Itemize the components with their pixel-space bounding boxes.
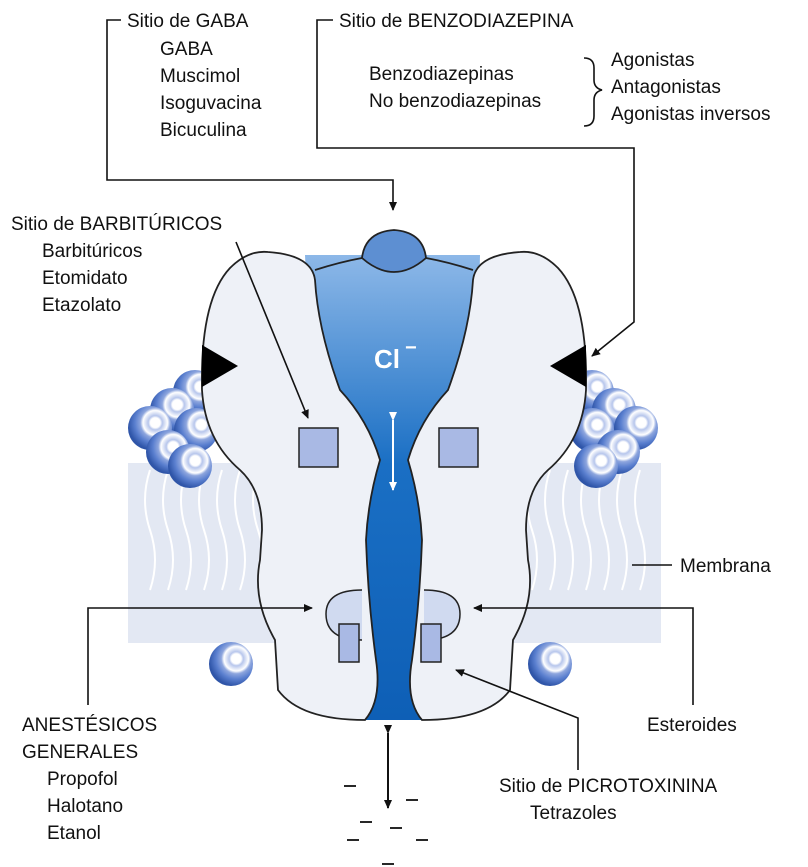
gaba-site-leader — [107, 20, 393, 210]
barbiturate-site-item: Etazolato — [42, 295, 121, 316]
gaba-binding-cap — [362, 230, 426, 272]
benzodiazepine-ligand: Benzodiazepinas — [369, 64, 514, 85]
gaba-site-title: Sitio de GABA — [127, 11, 249, 32]
anesthetics-title: GENERALES — [22, 742, 138, 763]
barbiturate-site-item: Barbitúricos — [42, 241, 142, 262]
negative-charges — [344, 786, 428, 864]
picrotoxinin-site-title: Sitio de PICROTOXININA — [499, 776, 718, 797]
gaba-site-item: GABA — [160, 39, 213, 60]
anesthetics-item: Halotano — [47, 796, 123, 817]
anesthetics-item: Etanol — [47, 823, 101, 844]
benzodiazepine-brace — [584, 58, 602, 126]
barbiturate-site-right — [439, 428, 478, 467]
chloride-ion-label: Cl — [374, 344, 400, 374]
membrane-label: Membrana — [680, 556, 771, 577]
picrotoxinin-site-left — [339, 624, 359, 662]
barbiturate-site-left — [299, 428, 338, 467]
chloride-ion-charge: − — [405, 337, 417, 359]
picrotoxinin-site-right — [421, 624, 441, 662]
gaba-site-item: Muscimol — [160, 66, 240, 87]
anesthetics-item: Propofol — [47, 769, 118, 790]
benzodiazepine-action: Agonistas — [611, 50, 694, 71]
benzodiazepine-action: Antagonistas — [611, 77, 721, 98]
gaba-site-item: Bicuculina — [160, 120, 247, 141]
barbiturate-site-item: Etomidato — [42, 268, 128, 289]
picrotoxinin-site-item: Tetrazoles — [530, 803, 617, 824]
benzodiazepine-action: Agonistas inversos — [611, 104, 770, 125]
anesthetics-title: ANESTÉSICOS — [22, 715, 157, 736]
gaba-site-item: Isoguvacina — [160, 93, 262, 114]
steroids-label: Esteroides — [647, 715, 737, 736]
benzodiazepine-ligand: No benzodiazepinas — [369, 91, 541, 112]
barbiturate-site-title: Sitio de BARBITÚRICOS — [11, 213, 222, 235]
benzodiazepine-site-title: Sitio de BENZODIAZEPINA — [339, 11, 574, 32]
